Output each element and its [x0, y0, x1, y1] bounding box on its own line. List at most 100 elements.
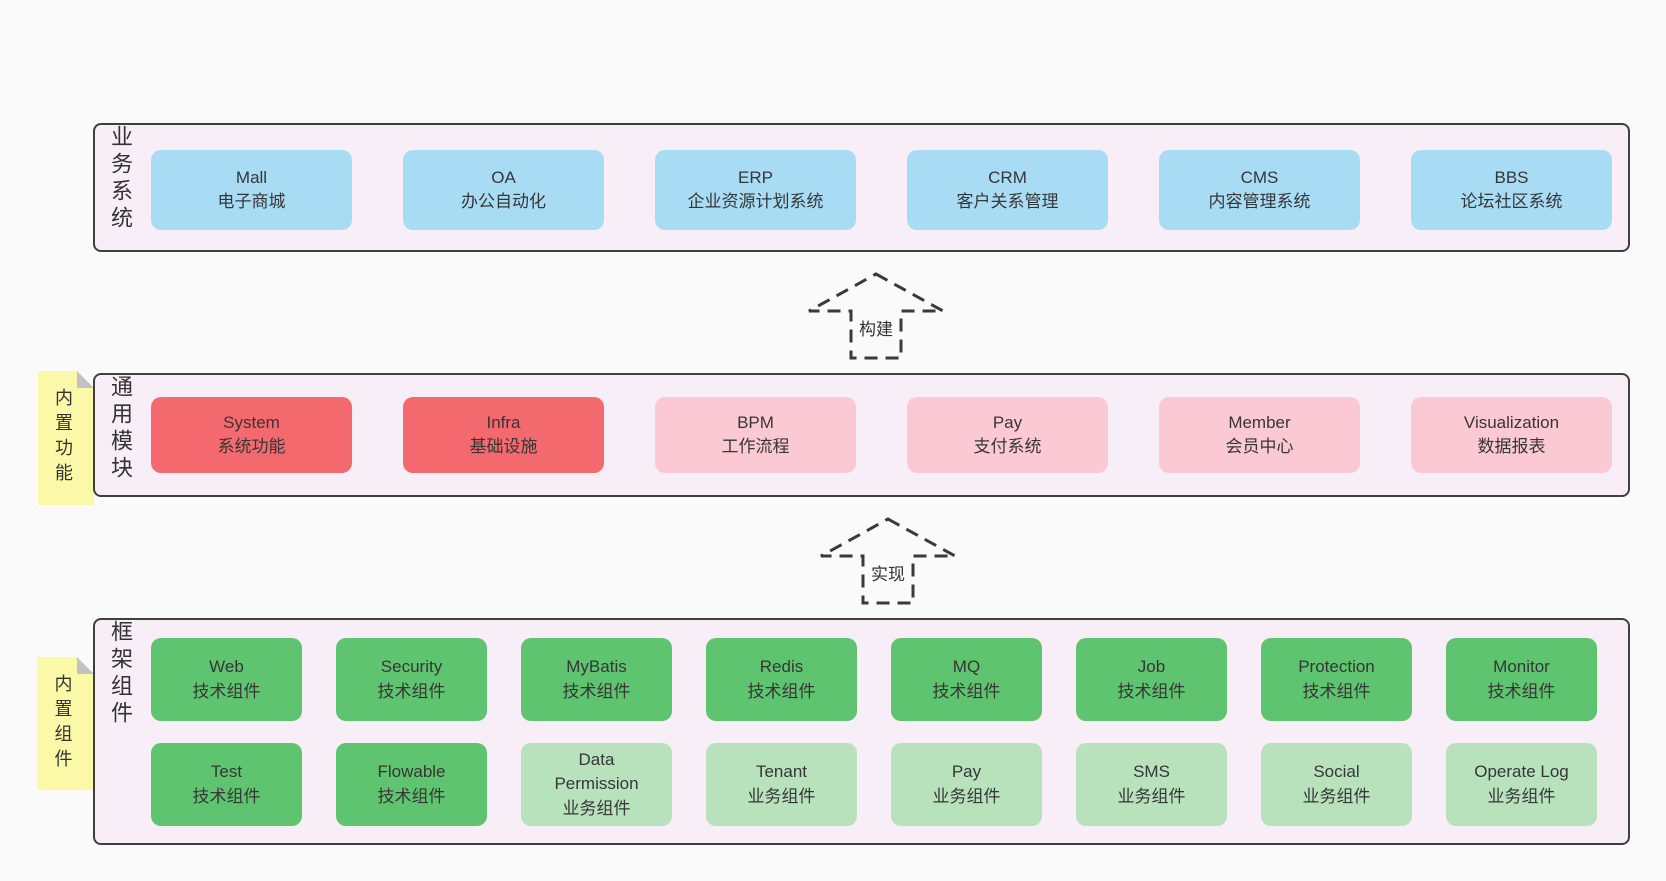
arrow-up-implement-icon: 实现: [818, 516, 958, 606]
box-redis: Redis 技术组件: [706, 638, 857, 721]
box-desc: 系统功能: [217, 437, 286, 456]
box-data-permission: Data Permission 业务组件: [521, 743, 672, 826]
box-desc: 技术组件: [377, 786, 446, 806]
box-name: Visualization: [1463, 412, 1560, 432]
sticky-note-built-in-components: 内置组件: [37, 657, 94, 790]
box-infra: Infra 基础设施: [403, 397, 604, 473]
box-name: MyBatis: [566, 657, 627, 677]
box-tenant: Tenant 业务组件: [706, 743, 857, 826]
box-desc: 技术组件: [192, 786, 261, 806]
box-desc: 技术组件: [1117, 681, 1186, 701]
box-bbs: BBS 论坛社区系统: [1411, 150, 1612, 230]
box-name: System: [223, 412, 280, 432]
box-name: Redis: [759, 657, 804, 677]
box-name: CRM: [988, 167, 1027, 187]
box-mybatis: MyBatis 技术组件: [521, 638, 672, 721]
note-label: 内置组件: [52, 673, 73, 774]
box-desc: 技术组件: [562, 681, 631, 701]
box-system: System 系统功能: [151, 397, 352, 473]
box-name: Pay: [951, 762, 982, 782]
box-name: ERP: [738, 167, 773, 187]
box-desc: 企业资源计划系统: [687, 192, 824, 211]
box-desc: 技术组件: [377, 681, 446, 701]
box-desc: 业务组件: [1117, 786, 1186, 806]
box-name: Web: [209, 657, 244, 677]
layer-common-modules: 通用模块 System 系统功能 Infra 基础设施 BPM 工作流程 Pay 支付系统 Me…: [93, 373, 1630, 497]
layer-label-framework-components: 框架组件: [108, 620, 133, 728]
box-desc: 会员中心: [1225, 437, 1294, 456]
box-name: Pay: [992, 412, 1023, 432]
box-security: Security 技术组件: [336, 638, 487, 721]
box-sms: SMS 业务组件: [1076, 743, 1227, 826]
box-desc: 办公自动化: [461, 192, 546, 211]
box-flowable: Flowable 技术组件: [336, 743, 487, 826]
box-desc: 客户关系管理: [956, 192, 1059, 211]
box-visualization: Visualization 数据报表: [1411, 397, 1612, 473]
box-name: Security: [380, 657, 443, 677]
box-name: Protection: [1298, 657, 1375, 677]
arrow-label-implement: 实现: [868, 560, 908, 585]
box-desc: 工作流程: [721, 437, 790, 456]
box-name: BPM: [737, 412, 774, 432]
layer-label-common-modules: 通用模块: [108, 375, 133, 483]
box-desc: 数据报表: [1477, 437, 1546, 456]
box-desc: 技术组件: [932, 681, 1001, 701]
box-desc: 技术组件: [1487, 681, 1556, 701]
box-test: Test 技术组件: [151, 743, 302, 826]
box-desc: 支付系统: [973, 437, 1042, 456]
box-mq: MQ 技术组件: [891, 638, 1042, 721]
box-name: Job: [1137, 657, 1166, 677]
box-name: SMS: [1133, 762, 1170, 782]
box-desc: 技术组件: [192, 681, 261, 701]
box-social: Social 业务组件: [1261, 743, 1412, 826]
sticky-note-built-in-functions: 内置功能: [38, 371, 94, 505]
box-bpm: BPM 工作流程: [655, 397, 856, 473]
box-desc: 业务组件: [747, 786, 816, 806]
box-name: Monitor: [1493, 657, 1550, 677]
box-crm: CRM 客户关系管理: [907, 150, 1108, 230]
box-name: Social: [1313, 762, 1360, 782]
box-name: Infra: [486, 412, 521, 432]
box-pay: Pay 业务组件: [891, 743, 1042, 826]
box-name: Tenant: [755, 762, 808, 782]
box-desc: 业务组件: [562, 798, 631, 818]
box-desc: 业务组件: [1487, 786, 1556, 806]
box-name: MQ: [952, 657, 981, 677]
box-desc: 基础设施: [469, 437, 538, 456]
layer-label-business-systems: 业务系统: [108, 125, 133, 233]
box-row: System 系统功能 Infra 基础设施 BPM 工作流程 Pay 支付系统 Member 会…: [151, 397, 1612, 473]
box-desc: 技术组件: [747, 681, 816, 701]
box-mall: Mall 电子商城: [151, 150, 352, 230]
box-member: Member 会员中心: [1159, 397, 1360, 473]
arrow-label-build: 构建: [856, 315, 896, 340]
box-desc: 内容管理系统: [1208, 192, 1311, 211]
box-desc: 论坛社区系统: [1460, 192, 1563, 211]
box-name: Data Permission: [554, 750, 639, 794]
arrow-up-build-icon: 构建: [806, 271, 946, 361]
box-operate-log: Operate Log 业务组件: [1446, 743, 1597, 826]
box-desc: 业务组件: [932, 786, 1001, 806]
box-web: Web 技术组件: [151, 638, 302, 721]
box-desc: 技术组件: [1302, 681, 1371, 701]
box-desc: 业务组件: [1302, 786, 1371, 806]
box-name: Operate Log: [1474, 762, 1569, 782]
box-name: BBS: [1494, 167, 1529, 187]
box-desc: 电子商城: [217, 192, 286, 211]
box-erp: ERP 企业资源计划系统: [655, 150, 856, 230]
box-cms: CMS 内容管理系统: [1159, 150, 1360, 230]
box-name: Mall: [235, 167, 268, 187]
box-name: Test: [210, 762, 243, 782]
box-pay: Pay 支付系统: [907, 397, 1108, 473]
box-name: CMS: [1240, 167, 1279, 187]
box-name: Flowable: [377, 762, 446, 782]
box-protection: Protection 技术组件: [1261, 638, 1412, 721]
box-name: Member: [1228, 412, 1291, 432]
box-job: Job 技术组件: [1076, 638, 1227, 721]
